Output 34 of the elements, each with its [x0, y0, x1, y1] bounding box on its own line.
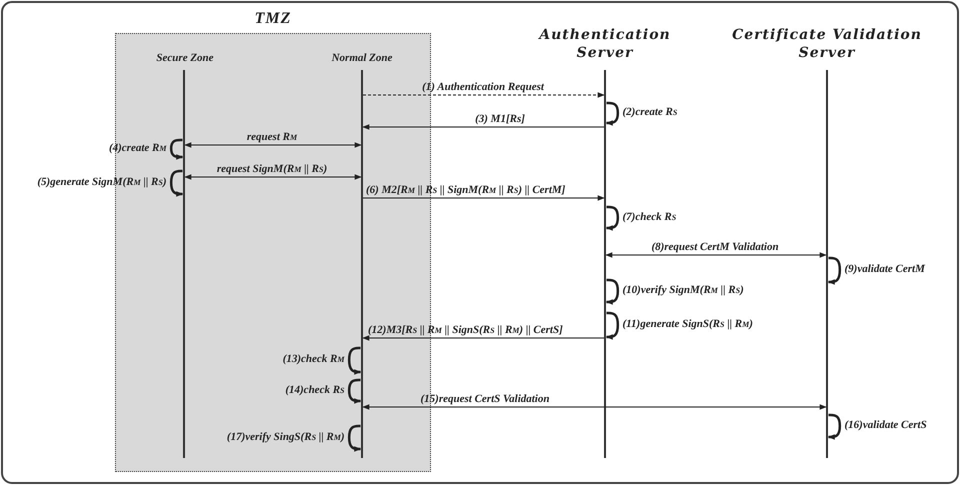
self-message-arrow: [828, 256, 842, 285]
self-message-arrow: [348, 424, 362, 452]
message-arrow: [605, 252, 827, 258]
lifeline-heading: Authentication Server: [537, 26, 672, 62]
self-message-arrow: [170, 138, 184, 160]
message-arrow: [362, 404, 827, 410]
step-label: (16)validate CertS: [844, 419, 927, 432]
self-message-arrow: [606, 102, 620, 126]
message-arrow: [362, 124, 604, 130]
message-arrow: [362, 335, 604, 341]
self-message-arrow: [170, 170, 184, 197]
self-message-arrow: [828, 414, 842, 440]
lifeline: [361, 70, 363, 458]
step-label: (9)validate CertM: [844, 263, 925, 276]
self-message-arrow: [348, 346, 362, 375]
message-label: (1) Authentication Request: [422, 81, 544, 94]
lifeline: [826, 70, 828, 458]
message-arrow: [362, 195, 605, 201]
lifeline-heading: Normal Zone: [330, 51, 394, 66]
self-message-arrow: [606, 312, 620, 340]
zone-title: TMZ: [254, 10, 292, 28]
self-message-arrow: [606, 206, 620, 231]
lifeline-heading: Secure Zone: [155, 51, 215, 66]
lifeline-heading: Certificate Validation Server: [731, 26, 923, 62]
lifeline: [604, 70, 606, 458]
message-arrow: [362, 92, 605, 98]
self-message-arrow: [606, 278, 620, 305]
message-arrow: [184, 174, 362, 180]
message-label: (3) M1[Rs]: [475, 113, 525, 126]
lifeline: [183, 70, 185, 458]
message-label: (8)request CertM Validation: [651, 241, 779, 254]
self-message-arrow: [348, 378, 362, 404]
message-arrow: [184, 142, 362, 148]
message-label: (15)request CertS Validation: [420, 393, 550, 406]
